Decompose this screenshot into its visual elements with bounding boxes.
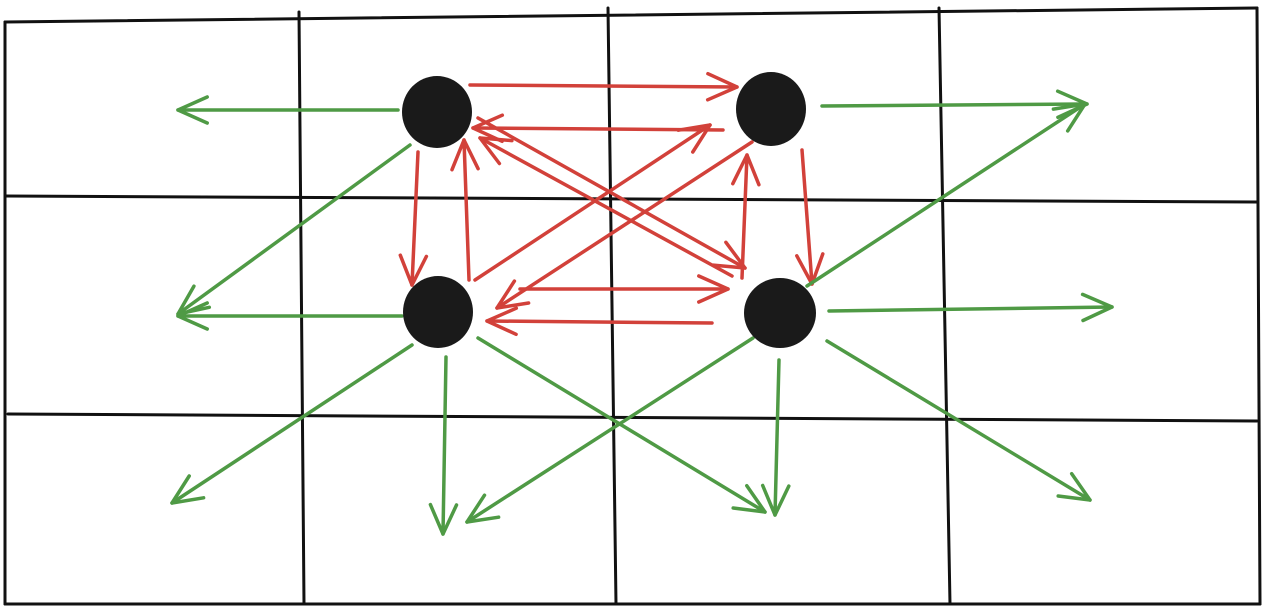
node-bottom-left — [403, 276, 473, 348]
external-arrow — [170, 343, 414, 505]
external-arrow — [805, 102, 1087, 288]
external-arrow — [827, 292, 1114, 323]
external-arrow — [465, 336, 755, 524]
external-arrow — [176, 301, 404, 331]
grid-line — [297, 10, 306, 606]
node-bottom-right — [744, 278, 816, 348]
external-arrow — [820, 89, 1089, 120]
internal-arrow — [485, 306, 714, 337]
node-group — [402, 72, 816, 348]
external-arrow — [176, 143, 412, 316]
grid-line — [1255, 6, 1262, 606]
internal-arrow — [468, 71, 739, 102]
node-top-left — [402, 76, 472, 148]
internal-arrow — [495, 140, 754, 310]
grid-line — [606, 6, 618, 606]
internal-arrow — [473, 123, 712, 282]
external-arrow — [176, 95, 400, 125]
internal-arrow — [731, 153, 761, 280]
node-top-right — [736, 72, 806, 146]
internal-arrow — [478, 136, 734, 278]
grid-line — [3, 6, 1259, 24]
internal-arrow — [518, 274, 730, 304]
internal-arrow — [450, 138, 480, 282]
internal-arrow — [476, 116, 747, 270]
external-arrow — [825, 339, 1092, 502]
internal-arrow — [398, 150, 429, 287]
internal-arrow — [795, 148, 825, 286]
grid-line — [937, 6, 952, 606]
external-arrow — [476, 336, 767, 514]
external-arrow-group — [170, 89, 1114, 536]
external-arrow — [428, 355, 459, 536]
external-arrow — [760, 358, 791, 517]
grid-line — [3, 194, 1259, 204]
